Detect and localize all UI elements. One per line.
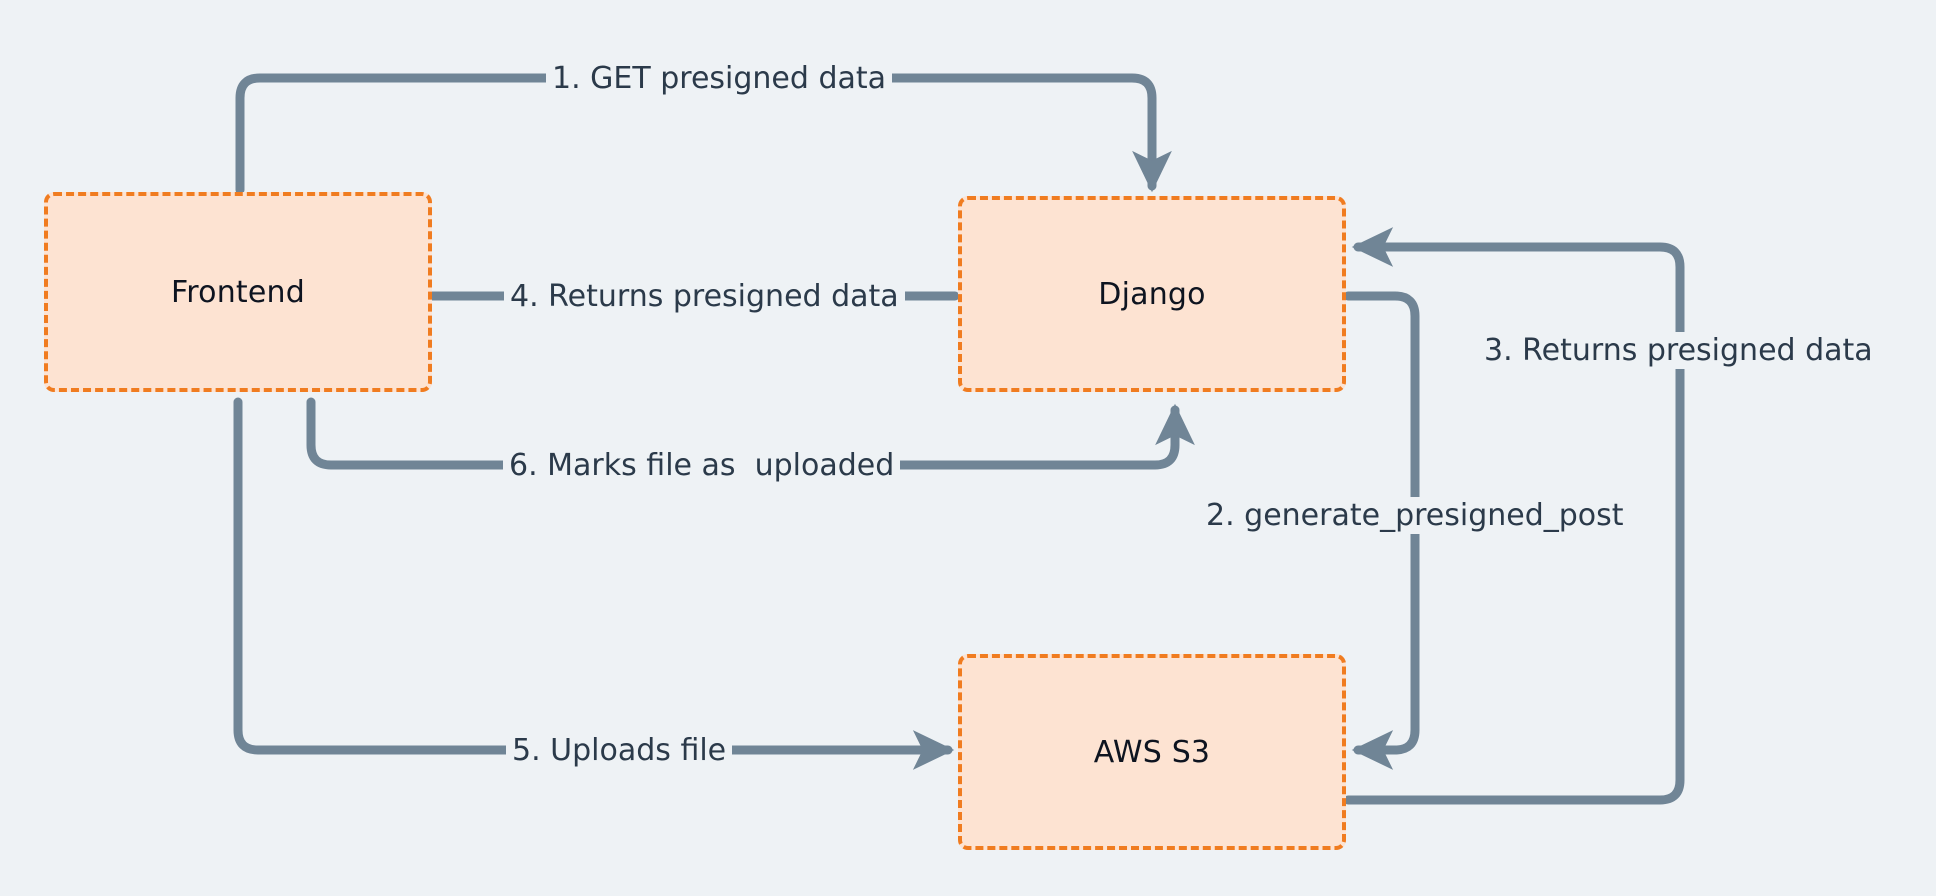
node-django[interactable]: Django	[958, 196, 1346, 392]
node-django-label: Django	[1098, 276, 1206, 312]
edge-label-5: 5. Uploads file	[506, 732, 733, 769]
node-frontend[interactable]: Frontend	[44, 192, 432, 392]
edge-label-2: 2. generate_presigned_post	[1200, 497, 1630, 534]
node-aws-s3[interactable]: AWS S3	[958, 654, 1346, 850]
edge-path-5	[233, 397, 955, 770]
node-aws-s3-label: AWS S3	[1093, 734, 1211, 770]
edge-label-3: 3. Returns presigned data	[1478, 332, 1879, 369]
edge-label-1: 1. GET presigned data	[546, 60, 893, 97]
edge-path-3	[1343, 227, 1685, 805]
edge-label-6: 6. Marks file as uploaded	[503, 447, 901, 484]
node-frontend-label: Frontend	[171, 274, 305, 310]
edge-label-4: 4. Returns presigned data	[504, 278, 905, 315]
